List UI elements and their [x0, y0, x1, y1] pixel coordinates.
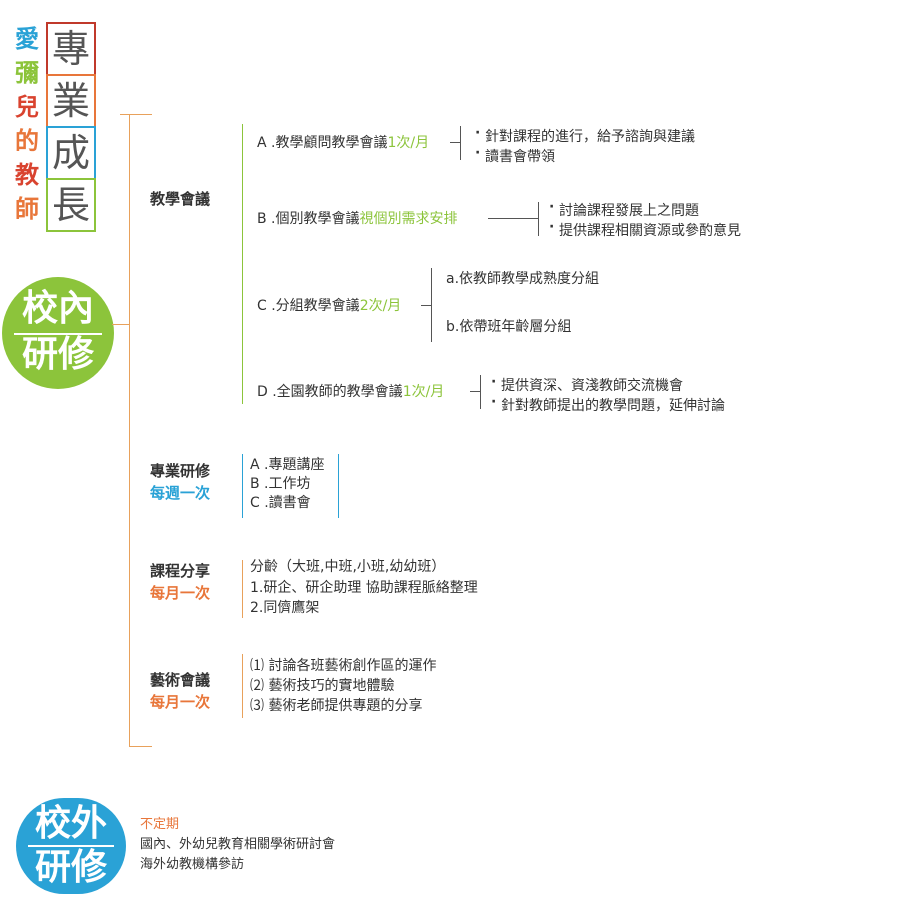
title-char-6: 師: [15, 195, 39, 223]
professional-item-1: A .專題講座: [250, 457, 325, 473]
external-line2: 研修: [34, 847, 107, 888]
box-char-1: 專: [46, 22, 96, 76]
meeting-c-freq: 2次/月: [359, 298, 402, 314]
meeting-d-label: D .全園教師的教學會議: [257, 384, 403, 400]
meeting-d-freq: 1次/月: [402, 384, 445, 400]
main-bracket: [129, 114, 130, 747]
professional-item-3: C .讀書會: [250, 495, 311, 511]
title-vertical-text: 愛 彌 兒 的 教 師: [10, 22, 44, 226]
meeting-b-label: B .個別教學會議: [257, 211, 360, 227]
meetings-heading: 教學會議: [150, 190, 211, 208]
meeting-d-subbracket: [480, 375, 481, 409]
box-char-4: 長: [46, 178, 96, 232]
professional-freq: 每週一次: [150, 484, 211, 502]
meeting-d: D .全園教師的教學會議1次/月: [257, 383, 444, 401]
external-item-1: 國內、外幼兒教育相關學術研討會: [140, 837, 336, 852]
meeting-b-connector: [488, 218, 538, 219]
connector-line: [112, 324, 130, 325]
art-item-3: ⑶ 藝術老師提供專題的分享: [250, 698, 423, 714]
meeting-c-connector: [421, 305, 431, 306]
external-line1: 校外: [34, 803, 107, 844]
meeting-c-label: C .分組教學會議: [257, 298, 360, 314]
meeting-a-label: A .教學顧問教學會議: [257, 135, 388, 151]
meeting-b-freq: 視個別需求安排: [359, 211, 458, 227]
curriculum-item-2: 1.研企、研企助理 協助課程脈絡整理: [250, 580, 478, 596]
meeting-c-subbracket: [431, 268, 432, 342]
meeting-d-connector: [470, 391, 480, 392]
bracket-top-tick: [120, 114, 152, 115]
professional-bracket-right: [338, 454, 339, 518]
curriculum-freq: 每月一次: [150, 584, 211, 602]
meeting-b: B .個別教學會議視個別需求安排: [257, 210, 458, 228]
title-char-2: 彌: [15, 59, 39, 87]
art-bracket: [242, 654, 243, 718]
curriculum-bracket: [242, 560, 243, 618]
meeting-b-subbracket: [538, 202, 539, 236]
external-item-2: 海外幼教機構參訪: [140, 857, 245, 872]
meeting-c-item-1: a.依教師教學成熟度分組: [446, 271, 600, 287]
bracket-bottom-tick: [129, 746, 152, 747]
professional-heading: 專業研修: [150, 462, 211, 480]
internal-line2: 研修: [21, 334, 94, 375]
badge-divider: [14, 333, 102, 335]
title-char-3: 兒: [15, 93, 39, 121]
art-heading: 藝術會議: [150, 671, 211, 689]
meeting-a-bullet-1: 針對課程的進行，給予諮詢與建議: [475, 124, 695, 146]
title-char-4: 的: [15, 127, 39, 155]
meeting-d-bullet-2: 針對教師提出的教學問題，延伸討論: [491, 393, 725, 415]
box-char-3: 成: [46, 126, 96, 180]
meeting-a-freq: 1次/月: [387, 135, 430, 151]
art-item-2: ⑵ 藝術技巧的實地體驗: [250, 678, 395, 694]
professional-bracket-left: [242, 454, 243, 518]
meeting-c-item-2: b.依帶班年齡層分組: [446, 319, 572, 335]
curriculum-item-1: 分齡（大班,中班,小班,幼幼班）: [250, 559, 446, 575]
meeting-b-bullet-2: 提供課程相關資源或參酌意見: [549, 218, 741, 240]
art-freq: 每月一次: [150, 693, 211, 711]
external-training-badge: 校外 研修: [16, 798, 126, 894]
external-badge-divider: [28, 845, 114, 847]
meeting-a-connector: [450, 142, 460, 143]
box-char-2: 業: [46, 74, 96, 128]
meeting-a-subbracket: [460, 126, 461, 160]
internal-line1: 校內: [21, 288, 94, 329]
external-freq: 不定期: [140, 817, 180, 832]
internal-training-badge: 校內 研修: [2, 277, 114, 389]
title-char-5: 教: [15, 161, 39, 189]
title-char-1: 愛: [15, 25, 39, 53]
professional-item-2: B .工作坊: [250, 476, 311, 492]
meeting-d-bullet-1: 提供資深、資淺教師交流機會: [491, 373, 683, 395]
art-item-1: ⑴ 討論各班藝術創作區的運作: [250, 658, 437, 674]
curriculum-heading: 課程分享: [150, 562, 211, 580]
meeting-a: A .教學顧問教學會議1次/月: [257, 134, 429, 152]
curriculum-item-3: 2.同儕鷹架: [250, 600, 320, 616]
meeting-b-bullet-1: 討論課程發展上之問題: [549, 198, 699, 220]
meetings-bracket: [242, 124, 243, 404]
meeting-c: C .分組教學會議2次/月: [257, 297, 401, 315]
meeting-a-bullet-2: 讀書會帶領: [475, 144, 555, 166]
